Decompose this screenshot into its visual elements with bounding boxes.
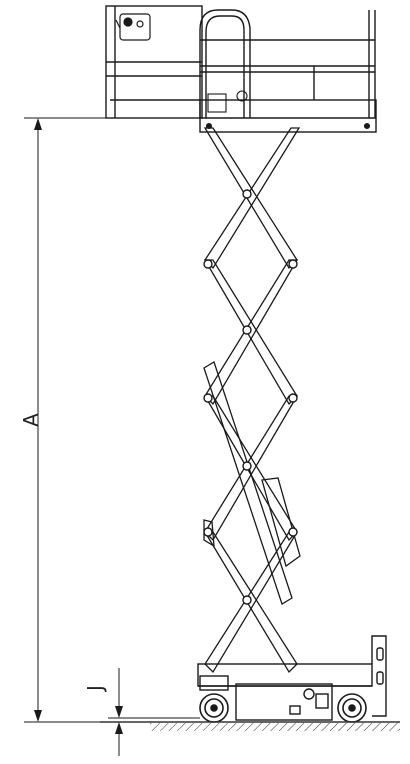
circle-pin [288,259,298,269]
circle-pin [242,595,252,605]
pivot-pins [203,189,298,605]
circle-pin [203,527,213,537]
circle-pin [288,527,298,537]
circle-pin [288,393,298,403]
circle-pin [242,325,252,335]
chassis [197,635,387,721]
dimension-j: J [83,668,123,756]
front-wheel [199,693,229,723]
guard-rail [105,5,377,133]
circle-pin [203,393,213,403]
dimension-a-label: A [19,413,43,427]
platform-details [205,90,371,130]
ground-line [100,721,400,731]
control-box [115,13,151,41]
wheels [199,693,367,723]
dimension-a: A [19,118,43,722]
rear-wheel [337,693,367,723]
circle-pin [242,461,252,471]
circle-pin [242,189,252,199]
circle-pin [203,259,213,269]
extension-lines [24,117,200,723]
scissor-stage-1 [203,127,301,270]
scissor-stack [203,127,301,674]
dimension-j-label: J [83,685,107,693]
